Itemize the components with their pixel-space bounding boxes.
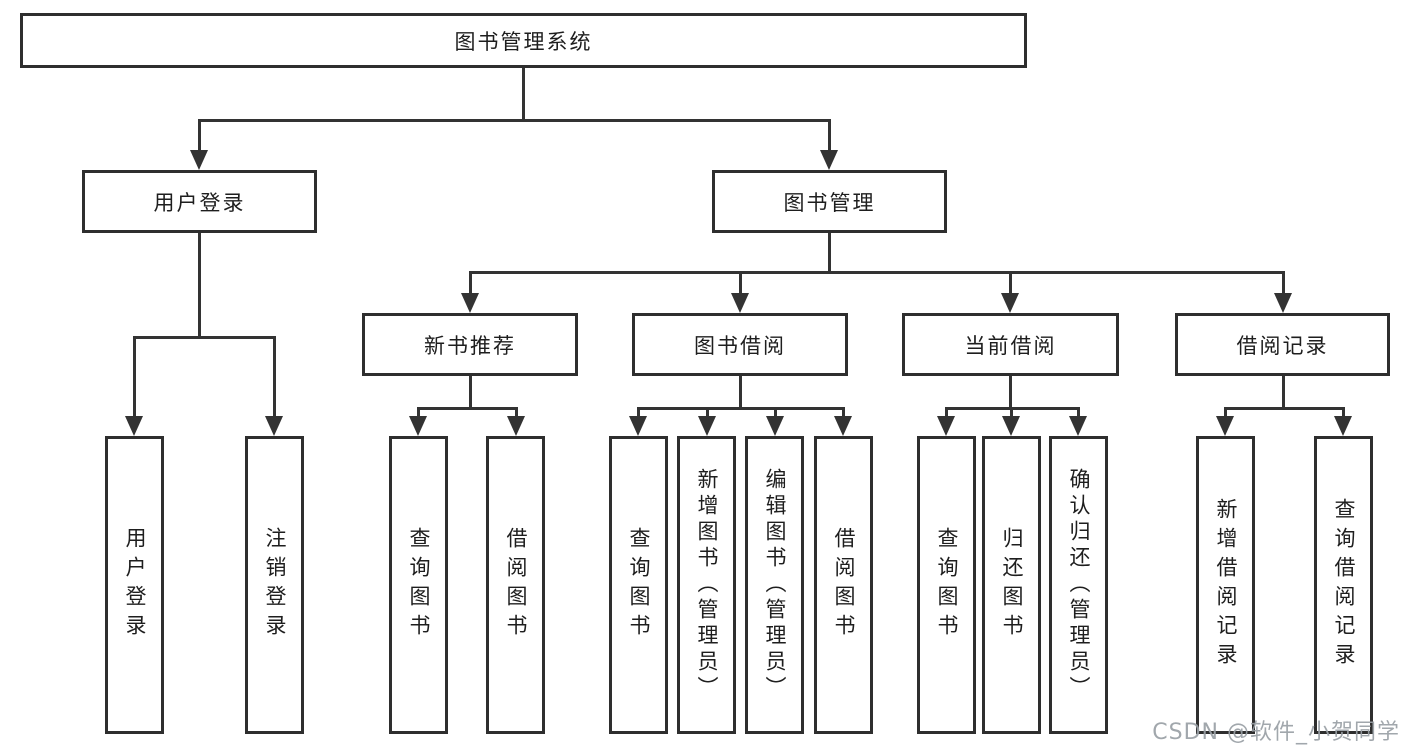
node-leaf-bb-add: 新增图书（管理员） bbox=[677, 436, 736, 734]
connector-borrow-records-branch bbox=[1224, 407, 1345, 410]
node-leaf-login: 用户登录 bbox=[105, 436, 164, 734]
arrowhead-icon bbox=[125, 416, 143, 436]
node-leaf-bb-borrow-label: 借阅图书 bbox=[832, 527, 856, 643]
connector-to-logout bbox=[273, 336, 276, 418]
node-user-login: 用户登录 bbox=[82, 170, 317, 233]
node-new-book-recommend: 新书推荐 bbox=[362, 313, 578, 376]
node-library-system-label: 图书管理系统 bbox=[454, 29, 593, 54]
node-leaf-cb-query-label: 查询图书 bbox=[935, 527, 959, 643]
node-leaf-cb-return-label: 归还图书 bbox=[1000, 527, 1024, 643]
node-leaf-bb-add-label: 新增图书（管理员） bbox=[695, 468, 719, 702]
connector-to-user-login bbox=[198, 119, 201, 152]
connector-new-book-branch bbox=[417, 407, 518, 410]
node-current-borrow-label: 当前借阅 bbox=[964, 333, 1057, 358]
node-current-borrow: 当前借阅 bbox=[902, 313, 1119, 376]
arrowhead-icon bbox=[190, 150, 208, 170]
arrowhead-icon bbox=[1334, 416, 1352, 436]
node-leaf-bb-borrow: 借阅图书 bbox=[814, 436, 873, 734]
connector-to-book-management bbox=[828, 119, 831, 152]
connector-borrow-records-stem bbox=[1282, 375, 1285, 409]
connector-new-book-stem bbox=[469, 375, 472, 409]
arrowhead-icon bbox=[409, 416, 427, 436]
node-leaf-br-add-label: 新增借阅记录 bbox=[1214, 498, 1238, 672]
connector-book-borrow-branch bbox=[637, 407, 845, 410]
node-leaf-nb-borrow: 借阅图书 bbox=[486, 436, 545, 734]
arrowhead-icon bbox=[1274, 293, 1292, 313]
connector-to-current-borrow bbox=[1009, 271, 1012, 295]
node-leaf-cb-return: 归还图书 bbox=[982, 436, 1041, 734]
node-book-management-label: 图书管理 bbox=[783, 190, 876, 215]
node-borrow-records: 借阅记录 bbox=[1175, 313, 1390, 376]
connector-current-borrow-stem bbox=[1009, 375, 1012, 409]
connector-to-br-add bbox=[1224, 407, 1227, 418]
node-leaf-nb-borrow-label: 借阅图书 bbox=[504, 527, 528, 643]
node-leaf-nb-query-label: 查询图书 bbox=[407, 527, 431, 643]
connector-book-management-branch bbox=[469, 271, 1285, 274]
arrowhead-icon bbox=[731, 293, 749, 313]
connector-to-br-query bbox=[1342, 407, 1345, 418]
arrowhead-icon bbox=[1002, 416, 1020, 436]
connector-user-login-branch bbox=[133, 336, 276, 339]
node-leaf-bb-query-label: 查询图书 bbox=[627, 527, 651, 643]
arrowhead-icon bbox=[834, 416, 852, 436]
connector-book-borrow-stem bbox=[739, 375, 742, 409]
connector-to-cb-query bbox=[945, 407, 948, 418]
arrowhead-icon bbox=[461, 293, 479, 313]
connector-to-new-book-recommend bbox=[469, 271, 472, 295]
node-leaf-br-query: 查询借阅记录 bbox=[1314, 436, 1373, 734]
connector-to-bb-edit bbox=[774, 407, 777, 418]
node-leaf-logout-label: 注销登录 bbox=[263, 527, 287, 643]
node-leaf-br-query-label: 查询借阅记录 bbox=[1332, 498, 1356, 672]
connector-to-borrow-records bbox=[1282, 271, 1285, 295]
connector-to-cb-return bbox=[1010, 407, 1013, 418]
node-book-borrow: 图书借阅 bbox=[632, 313, 848, 376]
node-book-management: 图书管理 bbox=[712, 170, 947, 233]
node-leaf-bb-edit: 编辑图书（管理员） bbox=[745, 436, 804, 734]
connector-to-nb-query bbox=[417, 407, 420, 418]
node-leaf-nb-query: 查询图书 bbox=[389, 436, 448, 734]
node-library-system: 图书管理系统 bbox=[20, 13, 1027, 68]
arrowhead-icon bbox=[698, 416, 716, 436]
node-leaf-bb-query: 查询图书 bbox=[609, 436, 668, 734]
connector-to-cb-confirm bbox=[1077, 407, 1080, 418]
connector-book-management-stem bbox=[828, 232, 831, 273]
node-leaf-bb-edit-label: 编辑图书（管理员） bbox=[763, 468, 787, 702]
node-borrow-records-label: 借阅记录 bbox=[1236, 333, 1329, 358]
node-user-login-label: 用户登录 bbox=[153, 190, 246, 215]
connector-to-nb-borrow bbox=[515, 407, 518, 418]
node-new-book-recommend-label: 新书推荐 bbox=[424, 333, 516, 358]
arrowhead-icon bbox=[1069, 416, 1087, 436]
arrowhead-icon bbox=[766, 416, 784, 436]
connector-root-stem bbox=[522, 66, 525, 119]
node-leaf-cb-confirm-label: 确认归还（管理员） bbox=[1067, 468, 1091, 702]
node-leaf-cb-query: 查询图书 bbox=[917, 436, 976, 734]
watermark: CSDN @软件_小贺同学 bbox=[1152, 720, 1400, 745]
arrowhead-icon bbox=[629, 416, 647, 436]
arrowhead-icon bbox=[507, 416, 525, 436]
arrowhead-icon bbox=[265, 416, 283, 436]
connector-to-bb-add bbox=[706, 407, 709, 418]
arrowhead-icon bbox=[937, 416, 955, 436]
arrowhead-icon bbox=[1001, 293, 1019, 313]
connector-user-login-stem bbox=[198, 232, 201, 338]
node-book-borrow-label: 图书借阅 bbox=[694, 333, 786, 358]
connector-to-bb-query bbox=[637, 407, 640, 418]
connector-to-login bbox=[133, 336, 136, 418]
node-leaf-cb-confirm: 确认归还（管理员） bbox=[1049, 436, 1108, 734]
connector-to-book-borrow bbox=[739, 271, 742, 295]
connector-to-bb-borrow bbox=[842, 407, 845, 418]
arrowhead-icon bbox=[1216, 416, 1234, 436]
node-leaf-login-label: 用户登录 bbox=[123, 527, 147, 643]
node-leaf-br-add: 新增借阅记录 bbox=[1196, 436, 1255, 734]
node-leaf-logout: 注销登录 bbox=[245, 436, 304, 734]
arrowhead-icon bbox=[820, 150, 838, 170]
connector-root-branch bbox=[198, 119, 831, 122]
